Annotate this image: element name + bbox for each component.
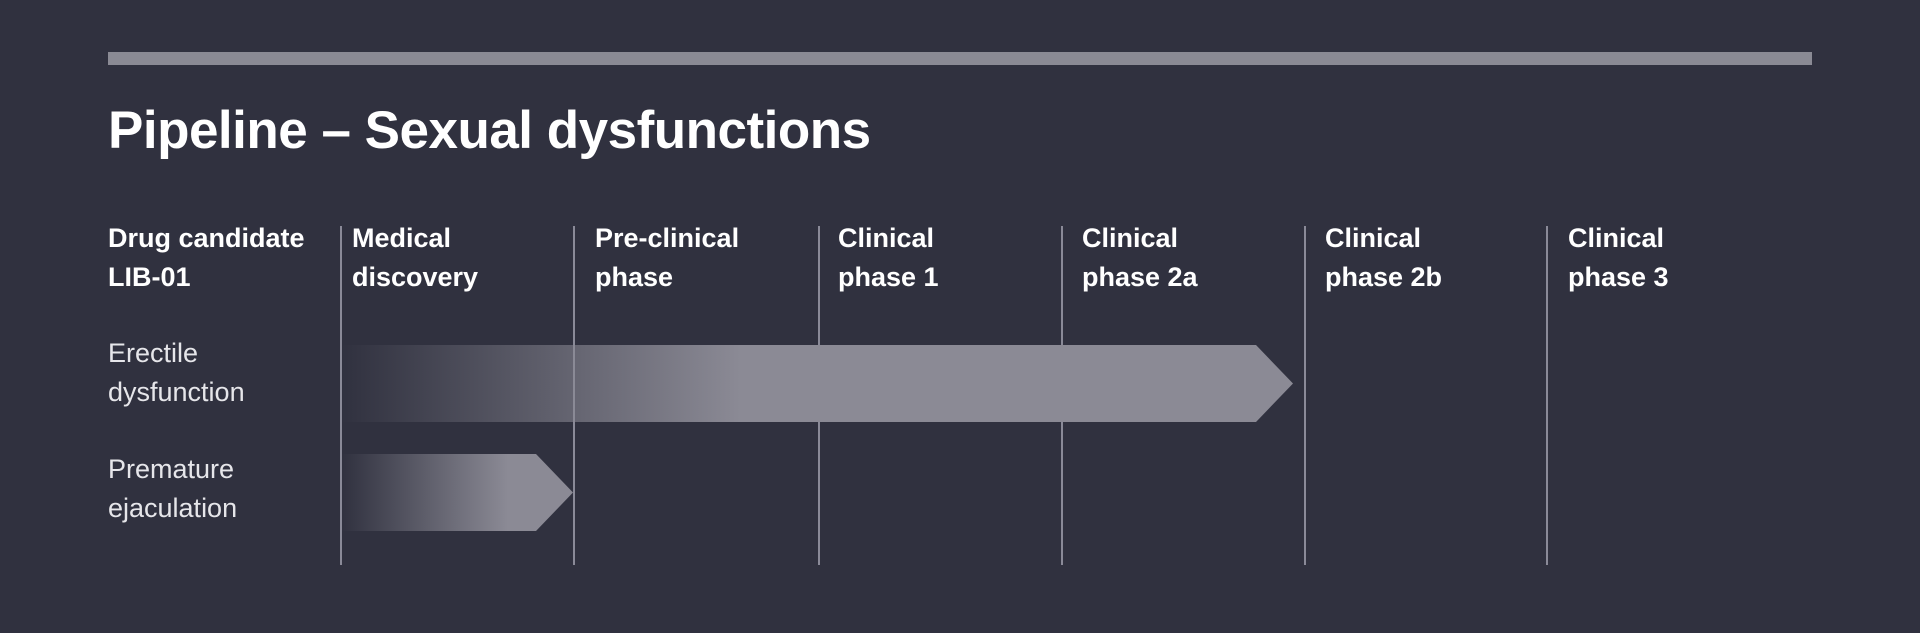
column-header-pre-clinical: Pre-clinical phase xyxy=(595,223,740,292)
column-header-clinical-phase-2a: Clinical phase 2a xyxy=(1082,223,1198,292)
top-rule xyxy=(108,52,1812,65)
phase-divider xyxy=(1304,226,1306,565)
column-header-medical-discovery: Medical discovery xyxy=(352,223,479,292)
column-header-drug-candidate: Drug candidate LIB-01 xyxy=(108,223,305,292)
column-header-clinical-phase-2b: Clinical phase 2b xyxy=(1325,223,1443,292)
progress-arrow-erectile-dysfunction xyxy=(341,345,1293,422)
progress-arrow-premature-ejaculation xyxy=(341,454,573,531)
column-header-clinical-phase-3: Clinical phase 3 xyxy=(1568,223,1669,292)
phase-divider xyxy=(1546,226,1548,565)
page-title: Pipeline – Sexual dysfunctions xyxy=(108,101,871,160)
column-header-clinical-phase-1: Clinical phase 1 xyxy=(838,223,939,292)
row-label-premature-ejaculation: Premature ejaculation xyxy=(108,454,238,523)
row-label-erectile-dysfunction: Erectile dysfunction xyxy=(108,338,245,407)
